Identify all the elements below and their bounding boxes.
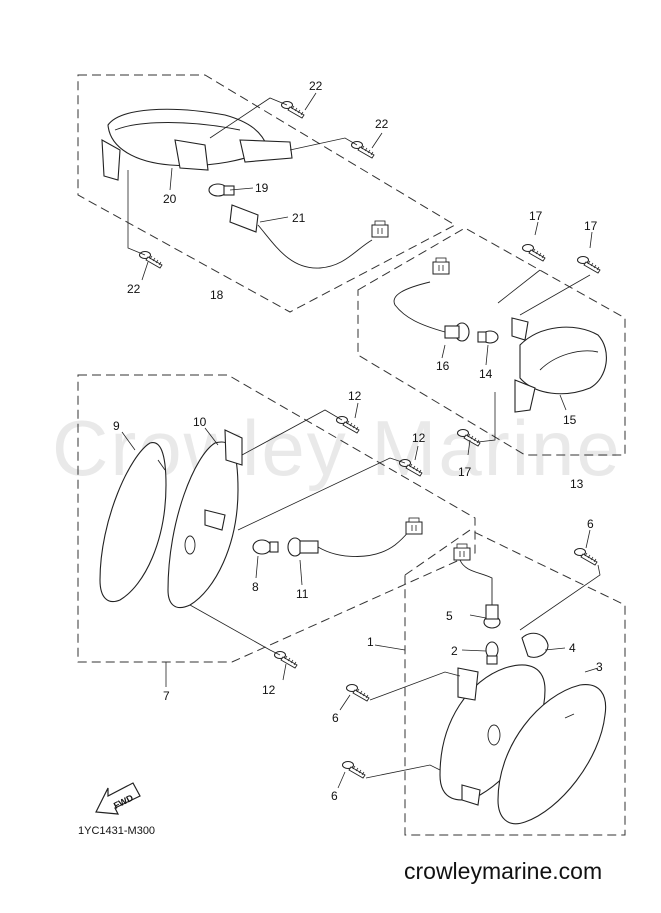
part-9-lens	[99, 442, 167, 603]
callout-20: 20	[163, 192, 177, 206]
callout-9: 9	[113, 419, 120, 433]
connector-21	[371, 220, 389, 238]
callout-18: 18	[210, 288, 224, 302]
group-7-outline	[77, 374, 476, 663]
callout-8: 8	[252, 580, 259, 594]
part-10-housing	[167, 429, 243, 609]
callout-14: 14	[479, 367, 493, 381]
part-2-bulb	[485, 641, 499, 665]
callout-17-c: 17	[458, 465, 472, 479]
callout-10: 10	[193, 415, 207, 429]
screw-6-top	[574, 548, 598, 566]
callout-16: 16	[436, 359, 450, 373]
callout-11: 11	[296, 587, 309, 601]
callout-6-mid: 6	[332, 711, 339, 725]
callout-22-right: 22	[375, 117, 389, 131]
group-1-outline	[404, 529, 626, 836]
callout-3: 3	[596, 660, 603, 674]
part-19-bulb	[208, 183, 235, 197]
fwd-arrow-icon: FWD	[95, 782, 141, 815]
callout-6-low: 6	[331, 789, 338, 803]
callout-15: 15	[563, 413, 577, 427]
screw-6-mid	[346, 684, 370, 702]
screw-17-b	[577, 256, 601, 274]
callout-4: 4	[569, 641, 576, 655]
part-8-bulb	[252, 539, 279, 555]
callout-12-a: 12	[348, 389, 362, 403]
connector-16	[432, 257, 450, 275]
callout-2: 2	[451, 644, 458, 658]
part-14-bulb	[477, 330, 499, 344]
callout-21: 21	[292, 211, 306, 225]
part-20-housing	[101, 108, 293, 181]
callout-7: 7	[163, 689, 170, 703]
diagram-code: 1YC1431-M300	[78, 825, 156, 837]
part-16-socket	[393, 281, 470, 342]
callout-13: 13	[570, 477, 584, 491]
callout-12-b: 12	[412, 431, 426, 445]
part-21-socket	[229, 204, 373, 269]
callout-19: 19	[255, 181, 269, 195]
callout-5: 5	[446, 609, 453, 623]
callout-6-top: 6	[587, 517, 594, 531]
callout-1: 1	[367, 635, 374, 649]
part-4-housing	[439, 632, 549, 806]
callout-22-left: 22	[127, 282, 141, 296]
connector-5	[453, 543, 471, 561]
part-15-lamp	[511, 317, 607, 413]
connector-11	[405, 517, 423, 535]
screw-17-a	[522, 244, 546, 262]
screw-6-low	[342, 761, 366, 779]
website-link[interactable]: crowleymarine.com	[404, 858, 603, 884]
callout-22-top: 22	[309, 79, 323, 93]
group-18-outline	[77, 74, 457, 313]
part-3-lens	[497, 684, 607, 825]
callout-12-c: 12	[262, 683, 276, 697]
part-11-socket	[287, 529, 411, 557]
callout-17-b: 17	[584, 219, 598, 233]
callout-17-a: 17	[529, 209, 543, 223]
part-5-socket	[459, 559, 501, 629]
